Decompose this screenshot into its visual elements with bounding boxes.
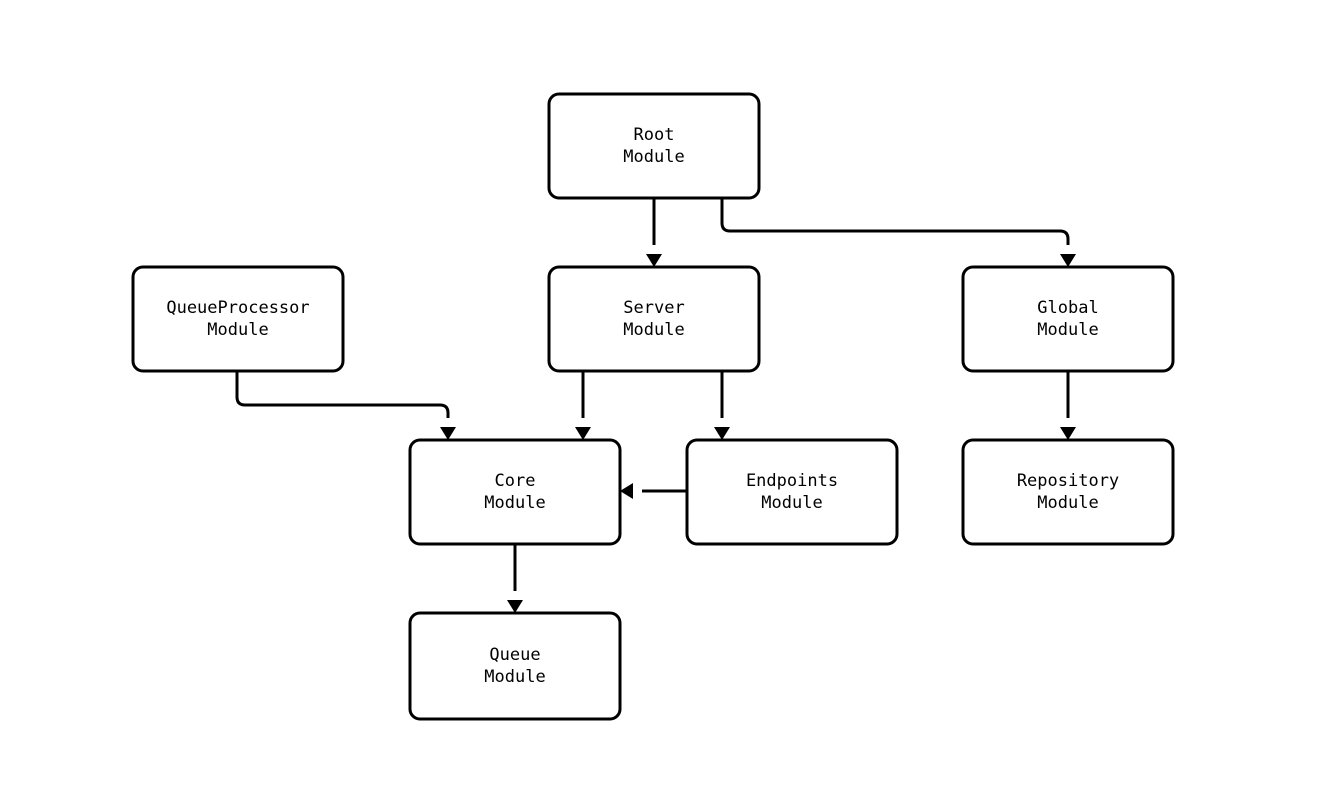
arrowhead-global-repository (1060, 427, 1076, 440)
nodes-layer (131, 92, 1175, 721)
node-box-global[interactable] (961, 265, 1175, 373)
arrowhead-core-queue (507, 600, 523, 613)
node-box-core[interactable] (408, 438, 622, 546)
edge-global-repository (1060, 371, 1076, 440)
node-box-endpoints[interactable] (685, 438, 899, 546)
arrowhead-root-global (1060, 254, 1076, 267)
node-box-queue[interactable] (408, 611, 622, 721)
edge-root-server (646, 198, 662, 267)
edge-server-core (575, 371, 591, 440)
arrowhead-queueprocessor-core (440, 427, 456, 440)
arrowhead-server-endpoints (714, 427, 730, 440)
edge-queueprocessor-core (235, 371, 456, 440)
arrowhead-endpoints-core (620, 483, 633, 499)
node-box-repository[interactable] (961, 438, 1175, 546)
arrowhead-server-core (575, 427, 591, 440)
edge-line-root-global (720, 198, 1070, 245)
node-box-server[interactable] (547, 265, 761, 373)
node-box-queueprocessor[interactable] (131, 265, 345, 373)
edge-root-global (720, 198, 1076, 267)
arrowhead-root-server (646, 254, 662, 267)
edge-line-queueprocessor-core (235, 371, 450, 418)
edge-core-queue (507, 544, 523, 613)
edge-server-endpoints (714, 371, 730, 440)
edge-endpoints-core (620, 483, 687, 499)
edges-layer (235, 198, 1076, 613)
node-box-root[interactable] (547, 92, 761, 200)
